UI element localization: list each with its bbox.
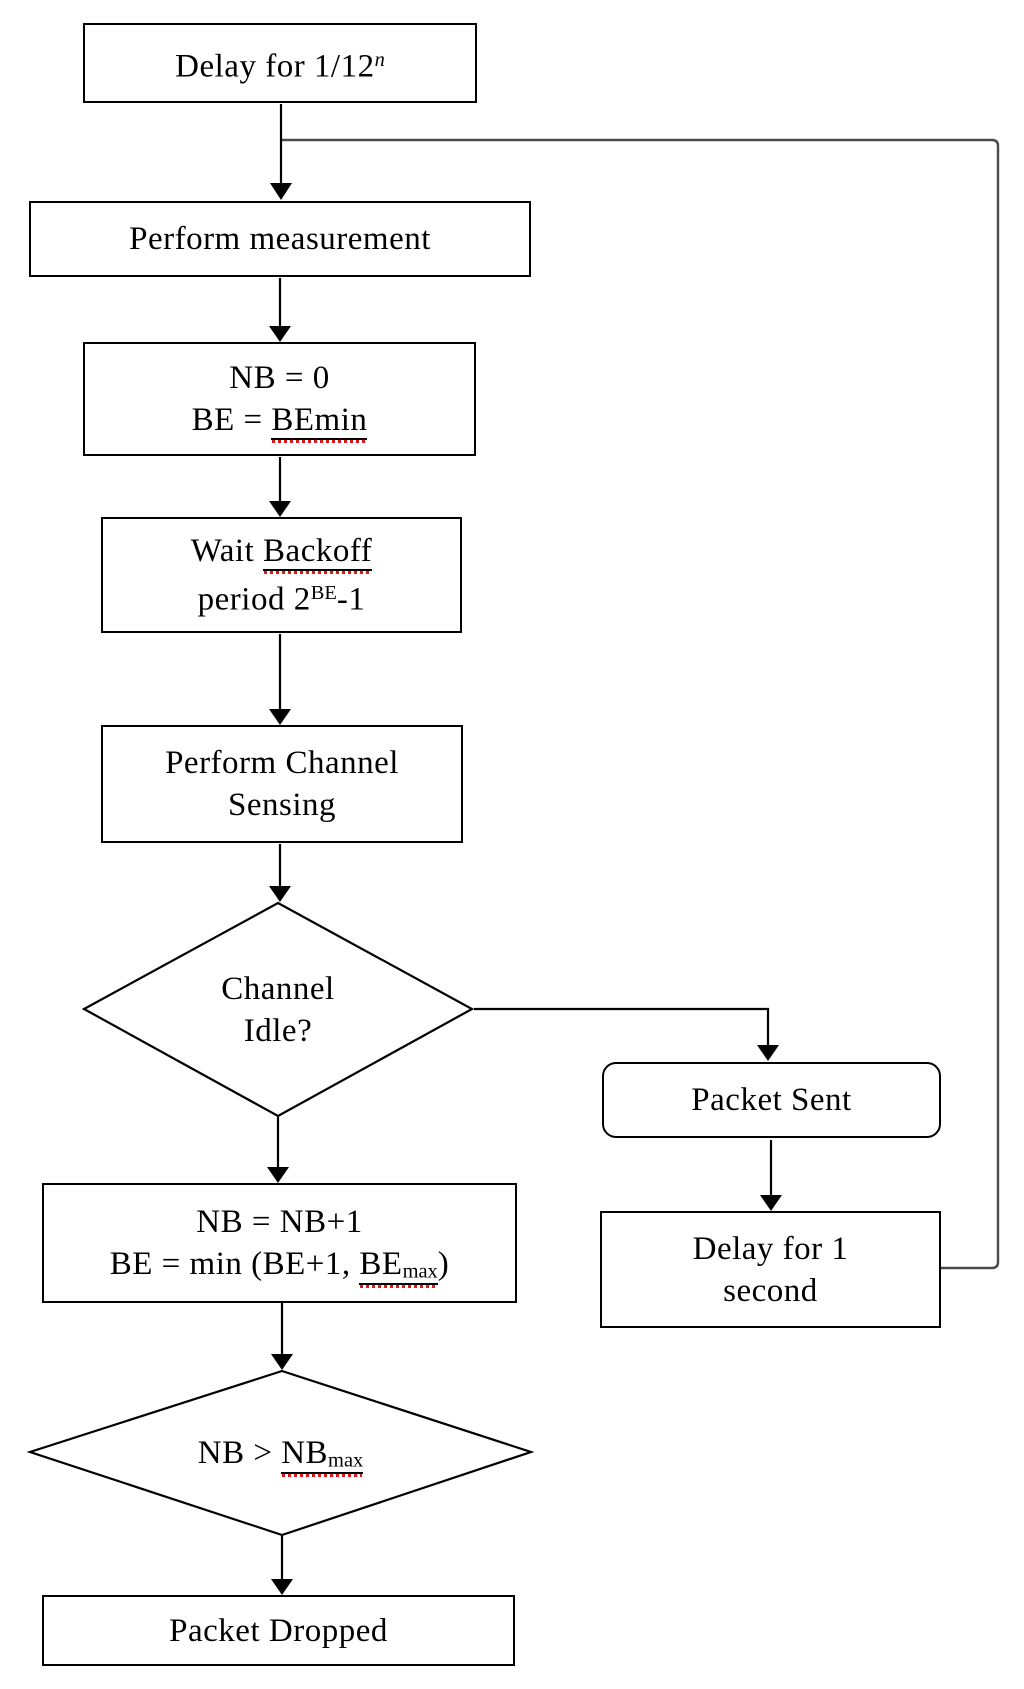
decision-diamond-channel-idle bbox=[81, 901, 475, 1118]
arrowhead-into-delay-second bbox=[760, 1195, 782, 1211]
misspelled-bemax: BEmax bbox=[359, 1247, 438, 1289]
label-delay-second-line1: Delay for 1 bbox=[692, 1230, 849, 1267]
label-delay-second-line2: second bbox=[723, 1272, 818, 1309]
label-packet-dropped: Packet Dropped bbox=[169, 1612, 388, 1649]
process-box-delay-second: Delay for 1 second bbox=[600, 1211, 941, 1328]
superscript-be: BE bbox=[310, 581, 337, 604]
label-increment-line1: NB = NB+1 bbox=[196, 1203, 363, 1240]
process-box-perform-measurement: Perform measurement bbox=[29, 201, 531, 277]
label-delay-initial: Delay for 1/12n bbox=[175, 48, 385, 85]
decision-diamond-nb-max bbox=[26, 1369, 535, 1537]
arrowhead-into-check-diamond bbox=[271, 1354, 293, 1370]
label-perform-measurement: Perform measurement bbox=[129, 221, 431, 257]
label-increment-line2: BE = min (BE+1, BEmax) bbox=[110, 1243, 450, 1289]
terminal-box-packet-sent: Packet Sent bbox=[602, 1062, 941, 1138]
connector-idle-to-packet-sent bbox=[474, 1007, 770, 1046]
label-nb-check: NB > NBmax bbox=[198, 1432, 364, 1478]
decision-label-nb-max: NB > NBmax bbox=[30, 1371, 531, 1535]
subscript-max: max bbox=[328, 1449, 364, 1472]
label-sensing-line1: Perform Channel bbox=[165, 745, 399, 781]
superscript-n: n bbox=[374, 48, 385, 71]
arrowhead-into-wait bbox=[269, 501, 291, 517]
misspelled-bemin: BEmin bbox=[271, 402, 368, 443]
process-box-increment: NB = NB+1 BE = min (BE+1, BEmax) bbox=[42, 1183, 517, 1303]
decision-label-channel-idle: Channel Idle? bbox=[84, 903, 472, 1116]
label-wait-line2: period 2BE-1 bbox=[197, 581, 366, 618]
process-box-delay-initial: Delay for 1/12n bbox=[83, 23, 477, 103]
arrowhead-into-sensing bbox=[269, 709, 291, 725]
process-box-packet-dropped: Packet Dropped bbox=[42, 1595, 515, 1666]
process-box-channel-sensing: Perform Channel Sensing bbox=[101, 725, 463, 843]
process-box-init-backoff: NB = 0 BE = BEmin bbox=[83, 342, 476, 456]
arrowhead-into-packet-sent bbox=[757, 1045, 779, 1061]
misspelled-nbmax: NBmax bbox=[281, 1436, 364, 1478]
arrowhead-into-measurement bbox=[270, 183, 292, 200]
label-wait-line1: Wait Backoff bbox=[190, 532, 373, 574]
label-init-line1: NB = 0 bbox=[229, 360, 330, 396]
label-idle-line2: Idle? bbox=[243, 1012, 313, 1049]
label-idle-line1: Channel bbox=[221, 970, 335, 1007]
process-box-wait-backoff: Wait Backoff period 2BE-1 bbox=[101, 517, 462, 633]
arrowhead-into-increment bbox=[267, 1167, 289, 1183]
connector-feedback-loop bbox=[282, 138, 1000, 1270]
subscript-max: max bbox=[402, 1260, 438, 1283]
label-packet-sent: Packet Sent bbox=[691, 1082, 852, 1118]
arrowhead-into-packet-dropped bbox=[271, 1579, 293, 1595]
arrowhead-into-init bbox=[269, 326, 291, 342]
misspelled-backoff: Backoff bbox=[263, 532, 373, 574]
label-sensing-line2: Sensing bbox=[227, 787, 336, 823]
arrowhead-into-idle-diamond bbox=[269, 886, 291, 902]
label-init-line2: BE = BEmin bbox=[191, 402, 368, 443]
